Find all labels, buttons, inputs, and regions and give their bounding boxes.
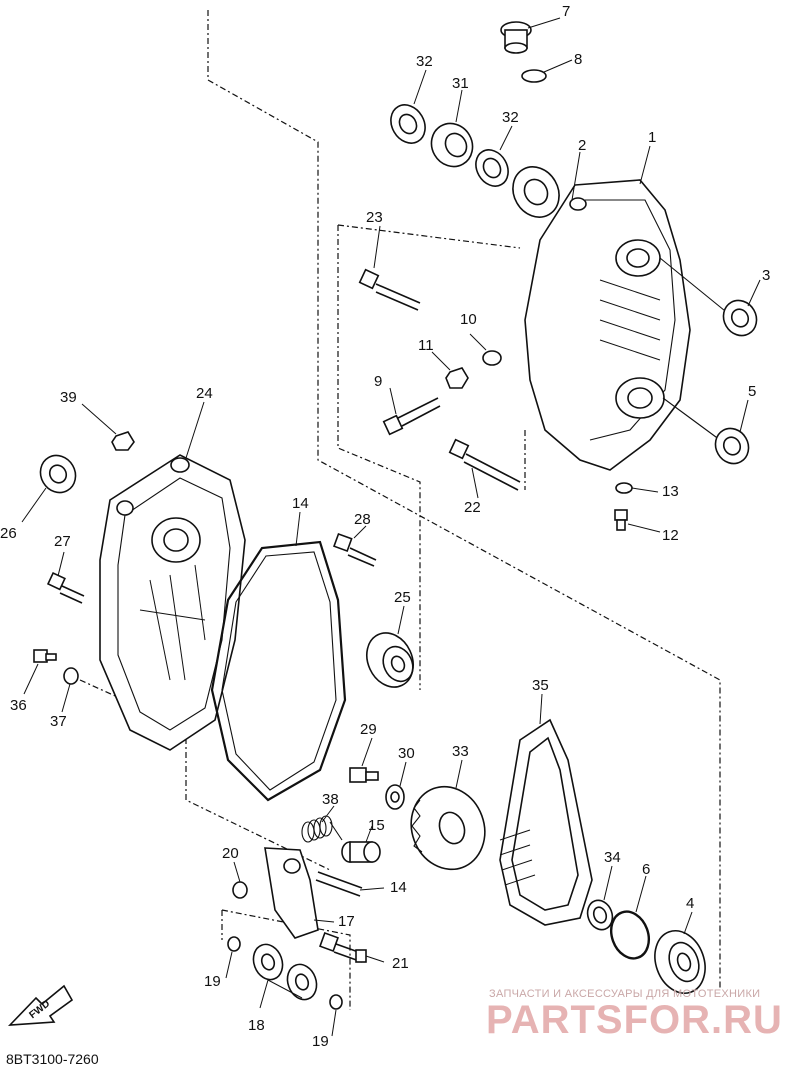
callout-31: 31: [452, 75, 469, 92]
callout-15: 14: [390, 879, 407, 896]
watermark-logo: PARTSFOR.RU: [486, 998, 783, 1042]
callout-28: 28: [354, 511, 371, 528]
callout-37: 37: [50, 713, 67, 730]
sprocket-31: [430, 122, 474, 168]
callout-19b: 19: [312, 1033, 329, 1050]
bearing-25: [366, 632, 414, 688]
pin-15: [315, 871, 363, 897]
callout-14: 14: [292, 495, 309, 512]
callout-11: 11: [418, 337, 434, 354]
callout-20: 20: [222, 845, 239, 862]
nut-39: [111, 431, 135, 451]
callout-6: 6: [642, 861, 650, 878]
oil-seal-5: [714, 427, 750, 465]
gasket-14: [210, 540, 347, 802]
washer-20: [232, 881, 248, 899]
washer-10: [482, 350, 502, 366]
callout-24: 24: [196, 385, 213, 402]
bolt-22: [448, 438, 521, 491]
callout-2: 2: [578, 137, 586, 154]
sprocket-33: [410, 785, 486, 871]
circlip-6: [609, 910, 651, 960]
callout-23: 23: [366, 209, 383, 226]
bolt-29: [349, 767, 379, 783]
spring-38: [301, 815, 343, 843]
gearcase-housing: [524, 179, 731, 471]
bearing-18a: [252, 943, 284, 981]
callout-21: 21: [392, 955, 409, 972]
callout-33: 33: [452, 743, 469, 760]
callout-27: 27: [54, 533, 71, 550]
washer-37: [63, 667, 79, 685]
assembly-lines: [79, 10, 721, 1010]
callout-29: 29: [360, 721, 377, 738]
bolt-9: [382, 397, 441, 436]
oil-seal-3: [722, 299, 758, 337]
callout-35: 35: [532, 677, 549, 694]
callout-30: 30: [398, 745, 415, 762]
collar-34: [586, 899, 614, 931]
washer-19b: [329, 994, 343, 1010]
diagram-code: 8BT3100-7260: [6, 1051, 99, 1067]
callout-32b: 32: [502, 109, 519, 126]
bearing-18b: [286, 963, 318, 1001]
callout-9: 9: [374, 373, 382, 390]
callout-5: 5: [748, 383, 756, 400]
callout-labels: 7 8 1 2 3 5 4 6 34 35 33 30 29 38 15 14 …: [0, 3, 770, 1050]
nut-11: [445, 367, 469, 389]
cover-24: [99, 454, 246, 751]
o-ring: [521, 69, 547, 83]
callout-22: 22: [464, 499, 481, 516]
bolt-28: [333, 532, 377, 567]
drain-plug: [500, 21, 532, 54]
leader-lines: [21, 17, 761, 1037]
bolt-36: [33, 649, 57, 663]
callout-13: 13: [662, 483, 679, 500]
callout-18: 18: [248, 1017, 265, 1034]
callout-3: 3: [762, 267, 770, 284]
bearing-32-top: [390, 104, 426, 144]
bearing-4: [654, 930, 706, 994]
plug-13: [615, 482, 633, 494]
drive-chain-35: [499, 718, 593, 926]
callout-39: 39: [60, 389, 77, 406]
callout-32a: 32: [416, 53, 433, 70]
bearing-32-mid: [475, 149, 509, 187]
watermark-caption: ЗАПЧАСТИ И АКСЕССУАРЫ ДЛЯ МОТОТЕХНИКИ: [489, 988, 761, 1000]
collar-16: [341, 841, 381, 863]
callout-36: 36: [10, 697, 27, 714]
callout-10: 10: [460, 311, 477, 328]
callout-8: 8: [574, 51, 582, 68]
callout-1: 1: [648, 129, 656, 146]
callout-7: 7: [562, 3, 570, 20]
callout-16: 15: [368, 817, 385, 834]
bearing-2: [512, 166, 560, 218]
bolt-21: [319, 932, 367, 963]
callout-34: 34: [604, 849, 621, 866]
callout-12: 12: [662, 527, 679, 544]
bolt-23: [358, 268, 421, 311]
bolt-27: [46, 571, 85, 604]
callout-26: 26: [0, 525, 17, 542]
tensioner-arm-17: [264, 847, 319, 939]
bolt-12: [614, 509, 628, 531]
oil-seal-26: [39, 454, 77, 494]
callout-25: 25: [394, 589, 411, 606]
callout-38: 38: [322, 791, 339, 808]
fwd-arrow-icon: FWD: [7, 984, 74, 1026]
callout-19a: 19: [204, 973, 221, 990]
washer-19a: [227, 936, 241, 952]
callout-17: 17: [338, 913, 355, 930]
callout-4: 4: [686, 895, 694, 912]
